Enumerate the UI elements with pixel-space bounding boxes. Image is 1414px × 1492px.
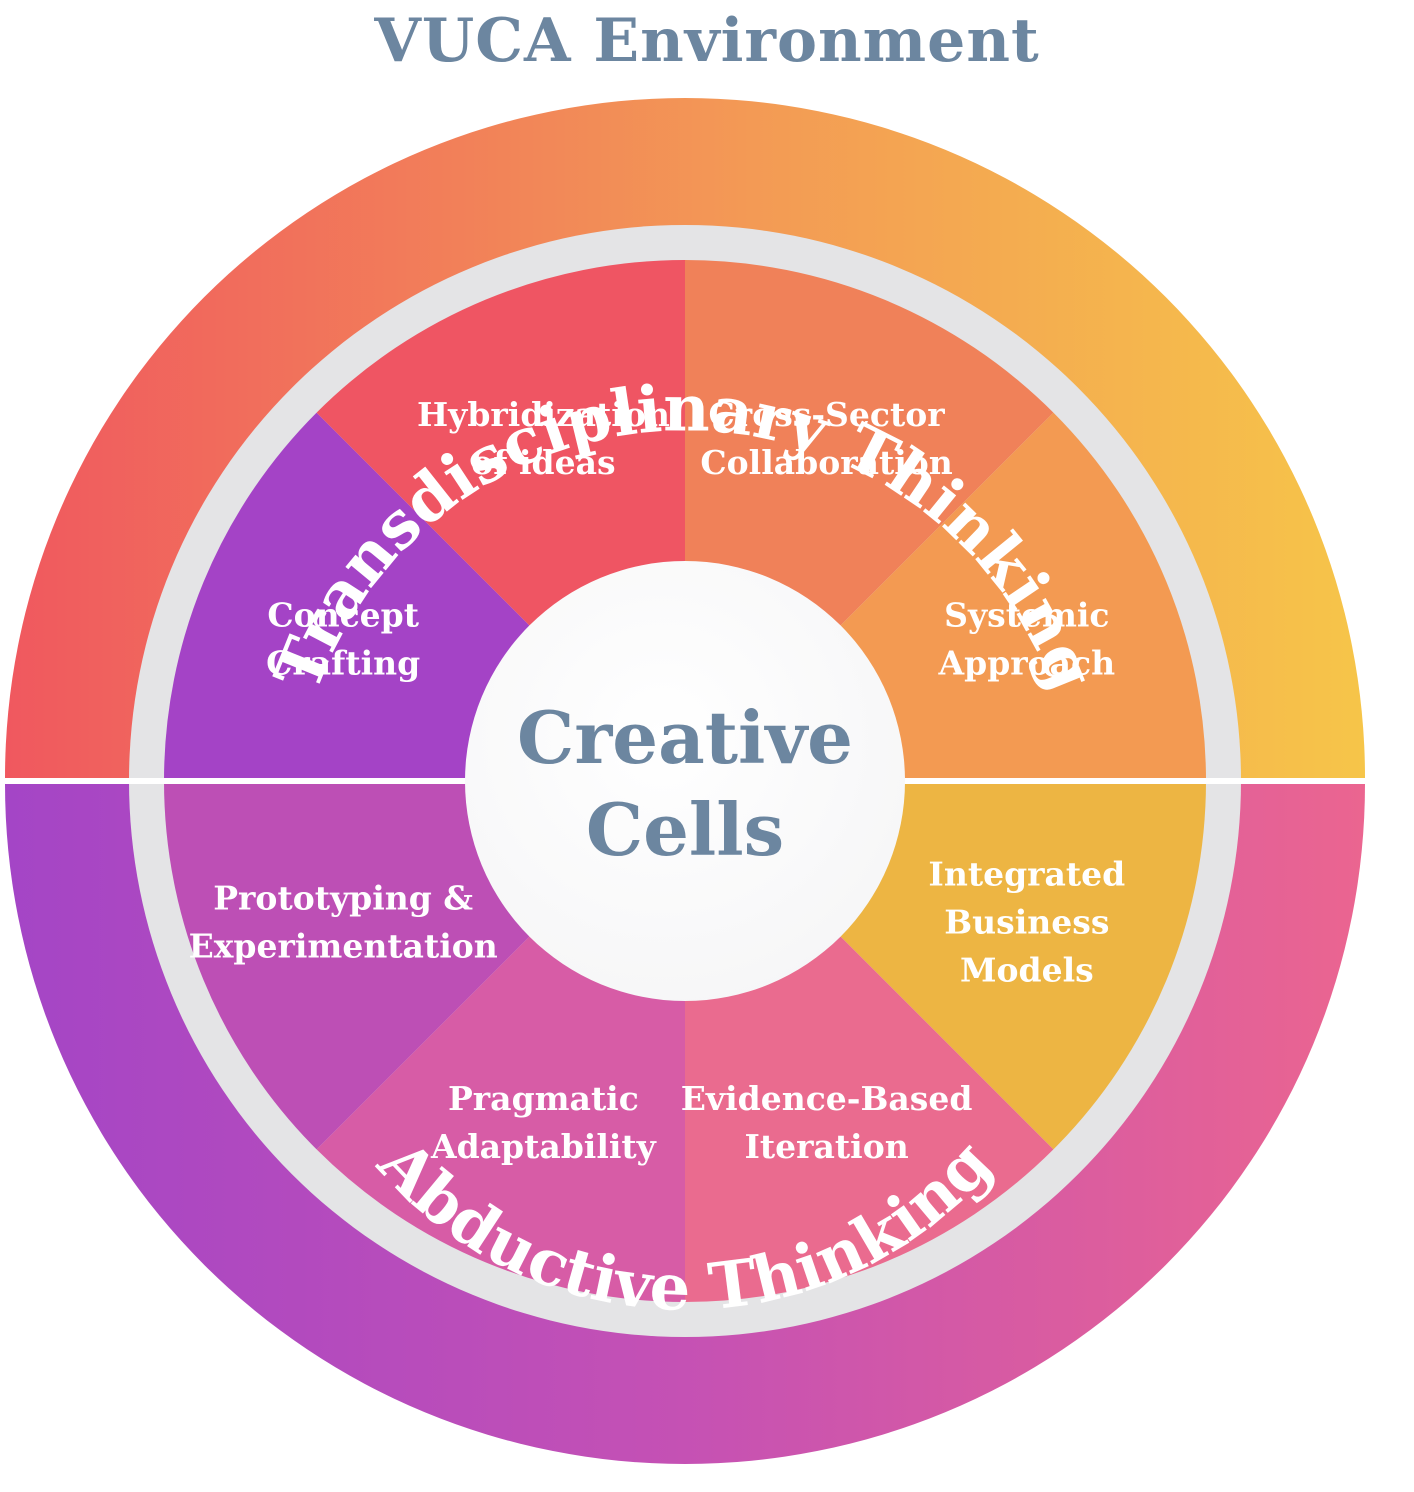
segment-label-prototyping-experimentation: Prototyping &Experimentation [189, 879, 498, 966]
center-disc [465, 561, 905, 1001]
diagram-title: VUCA Environment [374, 6, 1040, 76]
